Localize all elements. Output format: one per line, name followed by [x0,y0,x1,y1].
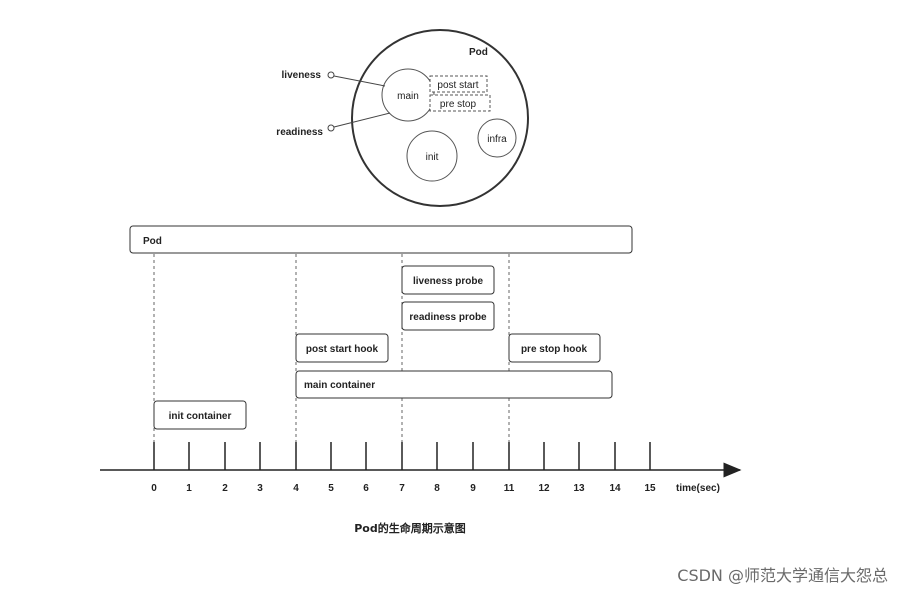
readiness-probe-box [401,301,495,331]
post-start-box [429,75,488,93]
pre-stop-box [429,94,491,112]
axis-label: time(sec) [676,483,720,494]
axis-tick-label: 0 [151,483,157,494]
init-container-box [153,400,247,430]
liveness-probe-box [401,265,495,295]
pod-structure: Pod main init infra post start pre stop … [276,29,529,207]
liveness-label: liveness [282,70,322,81]
diagram-caption: Pod的生命周期示意图 [354,522,466,535]
axis-tick-label: 13 [573,483,585,494]
pod-outer-circle [351,29,529,207]
pre-stop-label: pre stop [440,99,477,110]
infra-label: infra [487,134,507,145]
pre-stop-hook-label: pre stop hook [521,344,588,355]
post-start-hook-box [295,333,389,363]
liveness-port [327,71,335,79]
pod-bar [129,225,633,254]
axis-tick-label: 5 [328,483,334,494]
pod-bar-label: Pod [143,236,162,247]
axis-tick-label: 12 [538,483,550,494]
main-label: main [397,91,419,102]
readiness-port [327,124,335,132]
axis-tick-label: 9 [470,483,476,494]
main-container-bar [295,370,613,399]
axis-tick-label: 2 [222,483,228,494]
axis-tick-label: 11 [504,483,515,494]
axis-tick-label: 4 [293,483,299,494]
liveness-probe-label: liveness probe [413,276,483,287]
liveness-connector [333,75,386,87]
lifecycle-timeline: Pod liveness probe readiness probe post … [100,225,742,494]
post-start-hook-label: post start hook [306,344,379,355]
post-start-label: post start [437,80,478,91]
readiness-label: readiness [276,127,323,138]
axis-tick-label: 1 [186,483,192,494]
axis-tick-label: 6 [363,483,369,494]
csdn-watermark: CSDN @师范大学通信大怨总 [677,566,888,585]
infra-container-circle [477,118,517,158]
axis-tick-label: 8 [434,483,440,494]
axis-tick-label: 14 [609,483,621,494]
main-container-label: main container [304,380,375,391]
axis-tick-label: 15 [644,483,656,494]
readiness-connector [333,112,391,128]
readiness-probe-label: readiness probe [409,312,487,323]
pre-stop-hook-box [508,333,601,363]
axis-tick-label: 3 [257,483,263,494]
pod-title: Pod [469,47,488,58]
init-label: init [426,152,439,163]
axis-tick-label: 7 [399,483,405,494]
init-container-circle [406,130,458,182]
init-container-label: init container [169,411,232,422]
